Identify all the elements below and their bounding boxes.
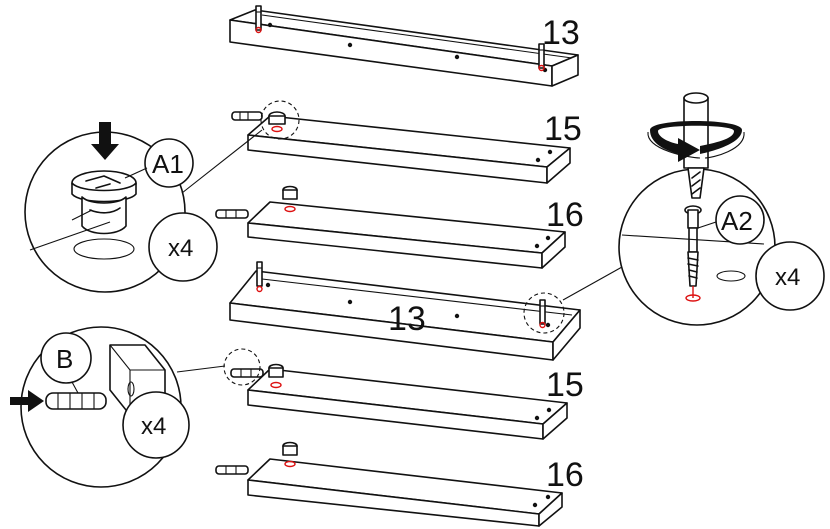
- part-label: B: [56, 344, 73, 374]
- part-label: A2: [721, 206, 753, 236]
- board-number: 16: [546, 456, 584, 494]
- part-label: A1: [152, 149, 184, 179]
- rotate-icon: [647, 121, 745, 162]
- arrow-right-icon: [10, 390, 44, 412]
- board-15-upper: 15: [231, 100, 582, 184]
- board-number: 15: [544, 110, 582, 148]
- board-15-lower: 15: [223, 348, 584, 440]
- board-16-lower: 16: [215, 441, 584, 527]
- board-number: 15: [546, 366, 584, 404]
- board-13-middle: 13: [229, 261, 581, 361]
- board-number: 13: [388, 300, 426, 338]
- screwdriver-icon: [683, 92, 709, 199]
- board-16-upper: 16: [215, 185, 584, 269]
- callout-cam-lock: A1 x4: [24, 122, 263, 293]
- callout-cam-screw: A2 x4: [562, 92, 825, 326]
- board-number: 13: [542, 14, 580, 52]
- board-number: 16: [546, 196, 584, 234]
- quantity-label: x4: [141, 413, 166, 440]
- quantity-label: x4: [168, 235, 193, 262]
- arrow-down-icon: [91, 122, 119, 160]
- board-13-top: 13: [229, 5, 580, 87]
- callout-dowel: B x4: [10, 326, 226, 488]
- quantity-label: x4: [775, 264, 800, 291]
